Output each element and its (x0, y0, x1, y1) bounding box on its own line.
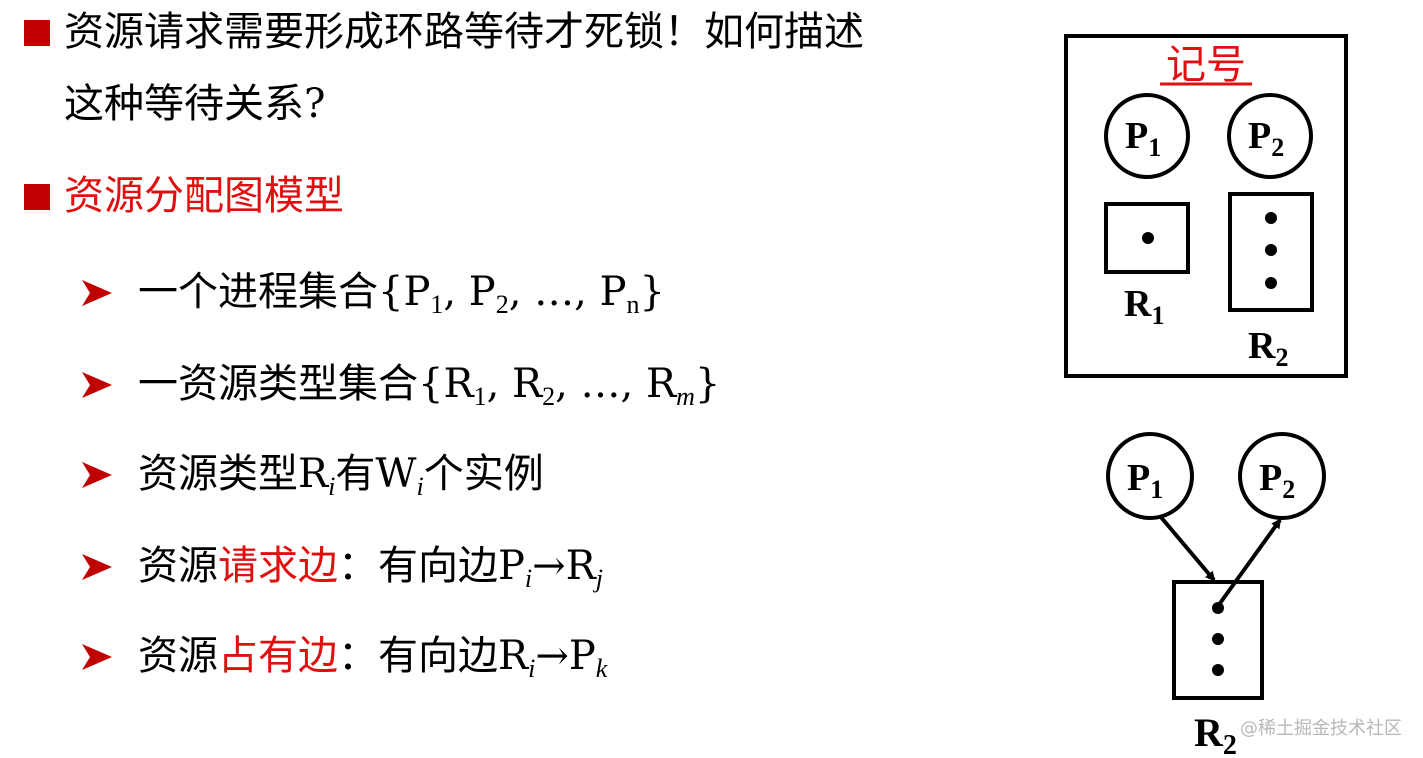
legend-process-p2-node (1227, 93, 1313, 179)
graph-process-p1-node (1106, 432, 1194, 520)
arrow-bullet-icon (82, 462, 112, 488)
bullet-2-heading: 资源分配图模型 (64, 173, 344, 219)
legend-process-p1-node (1104, 93, 1190, 179)
legend-resource-r2-instance (1265, 244, 1277, 256)
item-resource-instances: 资源类型Ri有Wi个实例 (138, 451, 544, 501)
legend-process-p1-label: P1 (1125, 115, 1161, 162)
graph-process-p2-node (1238, 432, 1326, 520)
graph-resource-r2-instance (1212, 664, 1224, 676)
assignment-edge-r2-to-p2 (1216, 518, 1282, 608)
legend-process-p2-label: P2 (1248, 115, 1284, 162)
square-bullet-icon (24, 20, 50, 46)
item-process-set: 一个进程集合{P1, P2, …, Pn} (138, 269, 665, 319)
square-bullet-icon (24, 184, 50, 210)
item-request-edge: 资源请求边：有向边Pi→Rj (138, 543, 604, 593)
legend-frame (1064, 34, 1348, 378)
item-assignment-edge: 资源占有边：有向边Ri→Pk (138, 633, 608, 683)
arrow-bullet-icon (82, 554, 112, 580)
graph-resource-r2-instance (1212, 633, 1224, 645)
bullet-1-line-1: 资源请求需要形成环路等待才死锁！如何描述 (64, 9, 864, 55)
graph-process-p1-label: P1 (1127, 457, 1163, 504)
item-resource-type-set: 一资源类型集合{R1, R2, …, Rm} (138, 361, 721, 411)
legend-resource-r1-instance (1142, 232, 1154, 244)
watermark: @稀土掘金技术社区 (1240, 718, 1402, 739)
legend-resource-r2-label: R2 (1248, 325, 1288, 372)
arrow-bullet-icon (82, 372, 112, 398)
arrow-bullet-icon (82, 280, 112, 306)
legend-resource-r2-instance (1265, 212, 1277, 224)
graph-process-p2-label: P2 (1259, 457, 1295, 504)
graph-resource-r2-label: R2 (1194, 710, 1237, 758)
legend-resource-r2-instance (1265, 277, 1277, 289)
arrow-bullet-icon (82, 644, 112, 670)
legend-title: 记号 (1166, 42, 1246, 88)
request-edge-p1-to-r2 (1158, 514, 1216, 582)
legend-resource-r1-label: R1 (1124, 283, 1164, 330)
bullet-1-line-2: 这种等待关系? (64, 81, 326, 127)
